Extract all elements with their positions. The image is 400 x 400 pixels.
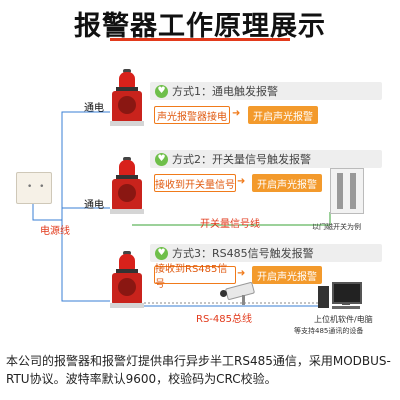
footer-text: 本公司的报警器和报警灯提供串行异步半工RS485通信，采用MODBUS-RTU协… bbox=[6, 354, 391, 386]
mode-2-title: 方式2：开关量信号触发报警 bbox=[172, 153, 311, 166]
mode-1-step-2: 开启声光报警 bbox=[248, 106, 318, 124]
wall-socket: • • bbox=[16, 172, 52, 204]
heart-icon: ♥ bbox=[155, 246, 168, 260]
power-on-label-1: 通电 bbox=[84, 103, 104, 114]
mode-2-step-1: 接收到开关量信号 bbox=[154, 174, 236, 192]
page-title: 报警器工作原理展示 bbox=[74, 11, 326, 42]
power-wire-2 bbox=[61, 207, 110, 220]
power-wire-3 bbox=[61, 220, 110, 302]
mode-1-header: ♥ 方式1：通电触发报警 bbox=[150, 82, 382, 100]
mode-3-step-1: 接收到RS485信号 bbox=[154, 264, 236, 290]
power-line-label: 电源线 bbox=[40, 226, 70, 237]
title-underline bbox=[110, 38, 290, 41]
pc-note-2: 等支持485通讯的设备 bbox=[294, 327, 364, 335]
door-note: 以门磁开关为例 bbox=[312, 223, 361, 231]
mode-1-step-1: 声光报警器接电 bbox=[154, 106, 230, 124]
mode-2-step-2: 开启声光报警 bbox=[252, 174, 322, 192]
mode-3-title: 方式3：RS485信号触发报警 bbox=[172, 247, 314, 260]
heart-icon: ♥ bbox=[155, 84, 168, 98]
rs485-bus-label: RS-485总线 bbox=[196, 314, 252, 325]
heart-icon: ♥ bbox=[155, 152, 168, 166]
socket-holes-icon: • • bbox=[27, 182, 47, 192]
mode-2-header: ♥ 方式2：开关量信号触发报警 bbox=[150, 150, 382, 168]
pc-note-1: 上位机软件/电脑 bbox=[314, 315, 373, 324]
mode-3-header: ♥ 方式3：RS485信号触发报警 bbox=[150, 244, 382, 262]
mode-1-title: 方式1：通电触发报警 bbox=[172, 85, 278, 98]
power-on-label-2: 通电 bbox=[84, 200, 104, 211]
arrow-right-icon: ➜ bbox=[237, 268, 246, 279]
arrow-right-icon: ➜ bbox=[237, 176, 246, 187]
mode-3-step-2: 开启声光报警 bbox=[252, 266, 322, 284]
switch-line-label: 开关量信号线 bbox=[200, 219, 260, 230]
arrow-right-icon: ➜ bbox=[232, 108, 241, 119]
door-magnet-switch-icon bbox=[330, 168, 364, 214]
